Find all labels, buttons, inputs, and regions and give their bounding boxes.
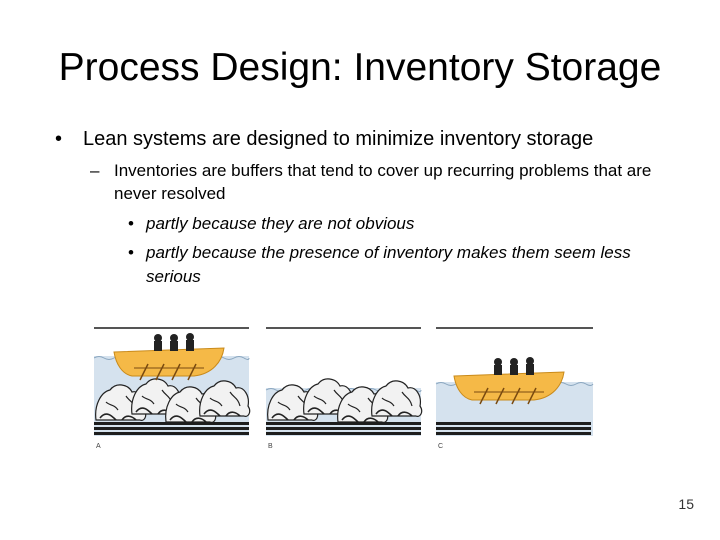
bullet-text: Lean systems are designed to minimize in… — [83, 128, 594, 150]
dash-marker: – — [90, 161, 100, 180]
slide-title: Process Design: Inventory Storage — [58, 46, 662, 89]
page-number: 15 — [678, 496, 694, 512]
bullet-marker: • — [128, 214, 134, 233]
sub-sub-bullet-text: partly because the presence of inventory… — [146, 243, 631, 286]
panel-label-c: C — [438, 443, 443, 450]
panel-label-a: A — [96, 443, 101, 450]
sub-sub-bullet-text: partly because they are not obvious — [146, 214, 415, 233]
sub-bullet-text: Inventories are buffers that tend to cov… — [114, 161, 652, 203]
panel-c: C — [435, 327, 594, 450]
panel-b: B — [265, 327, 423, 450]
panel-a: A — [94, 327, 251, 450]
bullet-marker: • — [128, 243, 134, 262]
panel-label-b: B — [268, 443, 273, 450]
boat-rocks-illustration: A B C — [94, 327, 594, 450]
bullet-marker: • — [55, 128, 63, 150]
